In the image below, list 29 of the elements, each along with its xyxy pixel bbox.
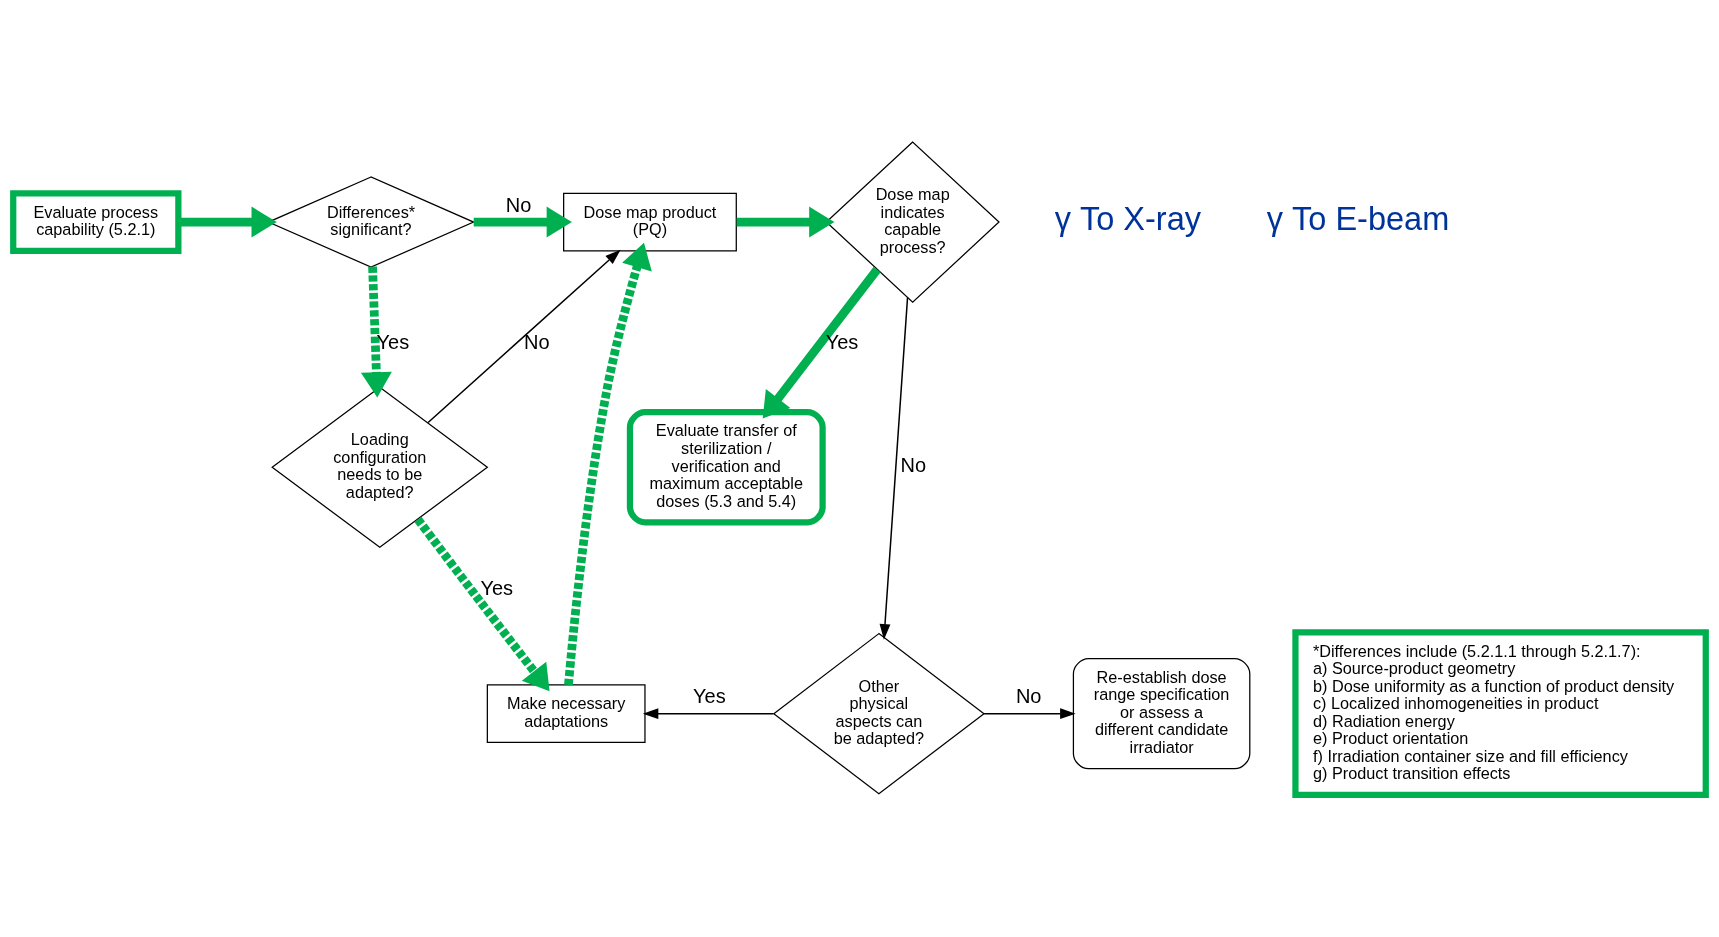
node-diamond: Other physical aspects can be adapted? [772,632,985,795]
node-box: Evaluate transfer of sterilization / verification and maximum acceptable doses (5.3 and 5.4) [626,409,826,526]
arrow [414,516,550,692]
arrow [762,266,881,419]
edge-label: Yes [376,331,410,354]
edge-label: Yes [825,331,859,354]
edge-label: No [523,331,550,354]
arrow [642,708,775,720]
edge-label: No [900,454,927,476]
edge-label: No [1015,685,1042,708]
arrow [736,206,835,238]
arrow [879,296,909,640]
node-box: Evaluate process capability (5.2.1) [10,190,182,254]
edge-label: Yes [480,576,514,599]
edge-label: Yes [693,685,726,708]
arrow [427,249,621,424]
arrow [178,206,277,238]
arrow [983,708,1076,720]
label: γ To X-ray [1054,200,1202,237]
arrow [360,266,392,398]
arrow [473,206,572,238]
label: γ To E-beam [1266,200,1450,237]
node-box: Re-establish dose range specification or assess a different candidate irradiator [1072,658,1251,770]
node-box: *Differences include (5.2.1.1 through 5.2.1.7): a) Source-product geometry b) Dose uniformity as a function of product density c) Localized inhomogeneities in product d) Radiation energy e) Product orientation f) Irradiation container size and fill efficiency g) Product transition effects [1292,629,1709,799]
edge-label: No [505,193,532,216]
node-diamond: Loading configuration needs to be adapted? [271,386,489,549]
arrow [564,242,652,686]
node-box: Make necessary adaptations [486,684,646,744]
node-box: Dose map product (PQ) [563,192,737,252]
